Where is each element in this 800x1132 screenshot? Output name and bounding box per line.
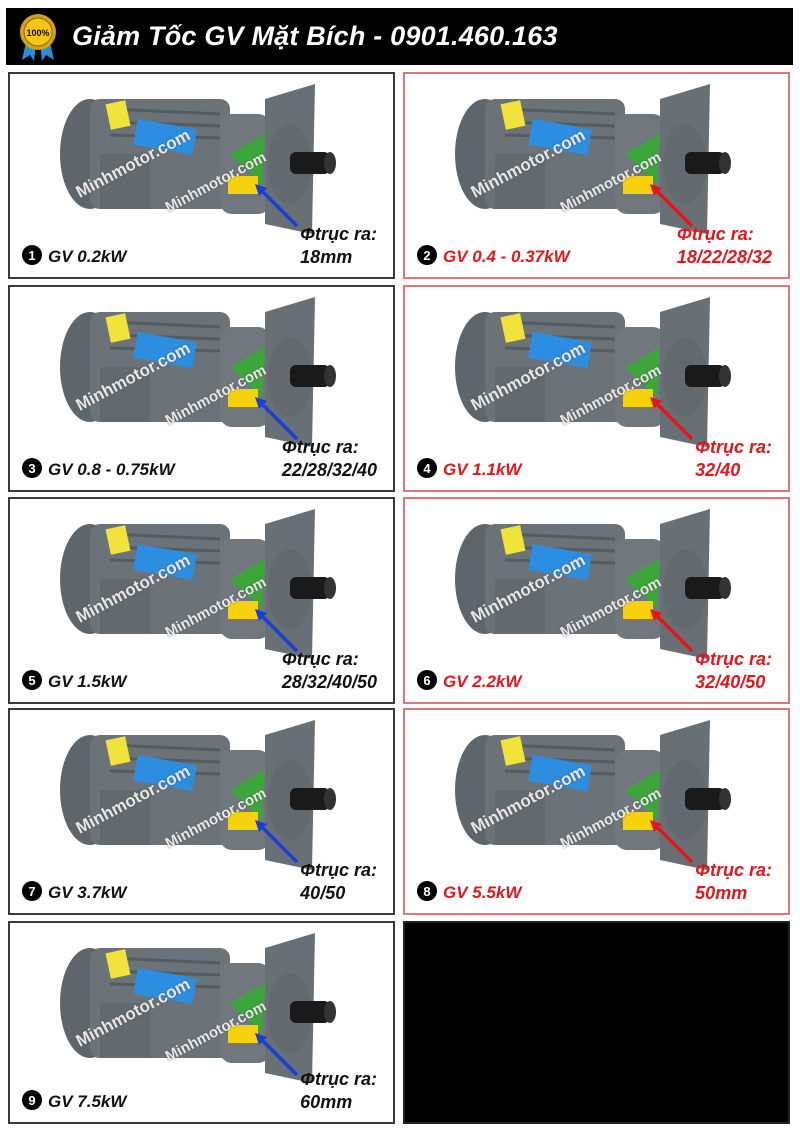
- gear-motor-image: [455, 720, 731, 870]
- shaft-size: 32/40: [695, 460, 741, 480]
- model-label: GV 5.5kW: [443, 883, 522, 902]
- arrow-icon: [255, 397, 299, 441]
- shaft-diameter: Φtrục ra: 60mm: [300, 1068, 377, 1114]
- item-number: 6: [417, 670, 437, 690]
- item-number: 9: [22, 1090, 42, 1110]
- shaft-label: Φtrục ra:: [676, 224, 754, 244]
- arrow-icon: [650, 184, 694, 228]
- gear-motor-image: [455, 297, 731, 447]
- gear-motor-image: [60, 297, 336, 447]
- product-card-2: Minhmotor.com Minhmotor.com 2 GV 0.4 - 0…: [403, 72, 790, 279]
- item-number: 2: [417, 245, 437, 265]
- quality-medal-icon: 100%: [16, 12, 60, 62]
- page-header: 100% Giảm Tốc GV Mặt Bích - 0901.460.163: [6, 8, 793, 65]
- shaft-size: 22/28/32/40: [281, 460, 377, 480]
- shaft-size: 60mm: [300, 1092, 353, 1112]
- model-label: GV 3.7kW: [48, 883, 127, 902]
- shaft-diameter: Φtrục ra: 18mm: [300, 223, 377, 269]
- gear-motor-image: [455, 84, 731, 234]
- arrow-icon: [650, 397, 694, 441]
- arrow-icon: [255, 1033, 299, 1077]
- product-card-6: Minhmotor.com Minhmotor.com 6 GV 2.2kW Φ…: [403, 497, 790, 704]
- shaft-size: 18mm: [300, 247, 353, 267]
- model-label: GV 0.4 - 0.37kW: [443, 247, 570, 266]
- arrow-icon: [255, 820, 299, 864]
- product-card-9: Minhmotor.com Minhmotor.com 9 GV 7.5kW Φ…: [8, 921, 395, 1124]
- shaft-size: 32/40/50: [695, 672, 766, 692]
- product-card-1: Minhmotor.com Minhmotor.com 1 GV 0.2kW Φ…: [8, 72, 395, 279]
- shaft-diameter: Φtrục ra: 32/40/50: [695, 648, 772, 694]
- shaft-diameter: Φtrục ra: 40/50: [300, 859, 377, 905]
- item-number: 8: [417, 881, 437, 901]
- model-label: GV 1.5kW: [48, 672, 127, 691]
- shaft-label: Φtrục ra:: [300, 1069, 377, 1089]
- item-number: 1: [22, 245, 42, 265]
- svg-text:100%: 100%: [26, 28, 49, 38]
- shaft-label: Φtrục ra:: [281, 649, 359, 669]
- page-title: Giảm Tốc GV Mặt Bích - 0901.460.163: [72, 21, 558, 51]
- arrow-icon: [255, 609, 299, 653]
- shaft-label: Φtrục ra:: [695, 649, 772, 669]
- product-card-5: Minhmotor.com Minhmotor.com 5 GV 1.5kW Φ…: [8, 497, 395, 704]
- arrow-icon: [650, 609, 694, 653]
- shaft-diameter: Φtrục ra: 32/40: [695, 436, 772, 482]
- shaft-diameter: Φtrục ra: 28/32/40/50: [282, 648, 377, 694]
- arrow-icon: [255, 184, 299, 228]
- shaft-label: Φtrục ra:: [281, 437, 359, 457]
- shaft-diameter: Φtrục ra: 22/28/32/40: [282, 436, 377, 482]
- item-number: 3: [22, 458, 42, 478]
- product-card-8: Minhmotor.com Minhmotor.com 8 GV 5.5kW Φ…: [403, 708, 790, 915]
- shaft-size: 50mm: [695, 883, 748, 903]
- shaft-size: 28/32/40/50: [281, 672, 377, 692]
- gear-motor-image: [60, 720, 336, 870]
- gear-motor-image: [60, 509, 336, 659]
- shaft-size: 18/22/28/32: [676, 247, 772, 267]
- shaft-label: Φtrục ra:: [695, 860, 772, 880]
- product-card-3: Minhmotor.com Minhmotor.com 3 GV 0.8 - 0…: [8, 285, 395, 492]
- model-label: GV 1.1kW: [443, 460, 522, 479]
- gear-motor-image: [455, 509, 731, 659]
- shaft-diameter: Φtrục ra: 18/22/28/32: [677, 223, 772, 269]
- shaft-label: Φtrục ra:: [695, 437, 772, 457]
- shaft-label: Φtrục ra:: [300, 860, 377, 880]
- model-label: GV 0.8 - 0.75kW: [48, 460, 175, 479]
- product-card-4: Minhmotor.com Minhmotor.com 4 GV 1.1kW Φ…: [403, 285, 790, 492]
- shaft-size: 40/50: [300, 883, 346, 903]
- item-number: 5: [22, 670, 42, 690]
- model-label: GV 7.5kW: [48, 1092, 127, 1111]
- gear-motor-image: [60, 84, 336, 234]
- item-number: 7: [22, 881, 42, 901]
- shaft-label: Φtrục ra:: [300, 224, 377, 244]
- empty-black-panel: [403, 921, 790, 1124]
- shaft-diameter: Φtrục ra: 50mm: [695, 859, 772, 905]
- gear-motor-image: [60, 933, 336, 1083]
- arrow-icon: [650, 820, 694, 864]
- model-label: GV 0.2kW: [48, 247, 127, 266]
- model-label: GV 2.2kW: [443, 672, 522, 691]
- item-number: 4: [417, 458, 437, 478]
- product-card-7: Minhmotor.com Minhmotor.com 7 GV 3.7kW Φ…: [8, 708, 395, 915]
